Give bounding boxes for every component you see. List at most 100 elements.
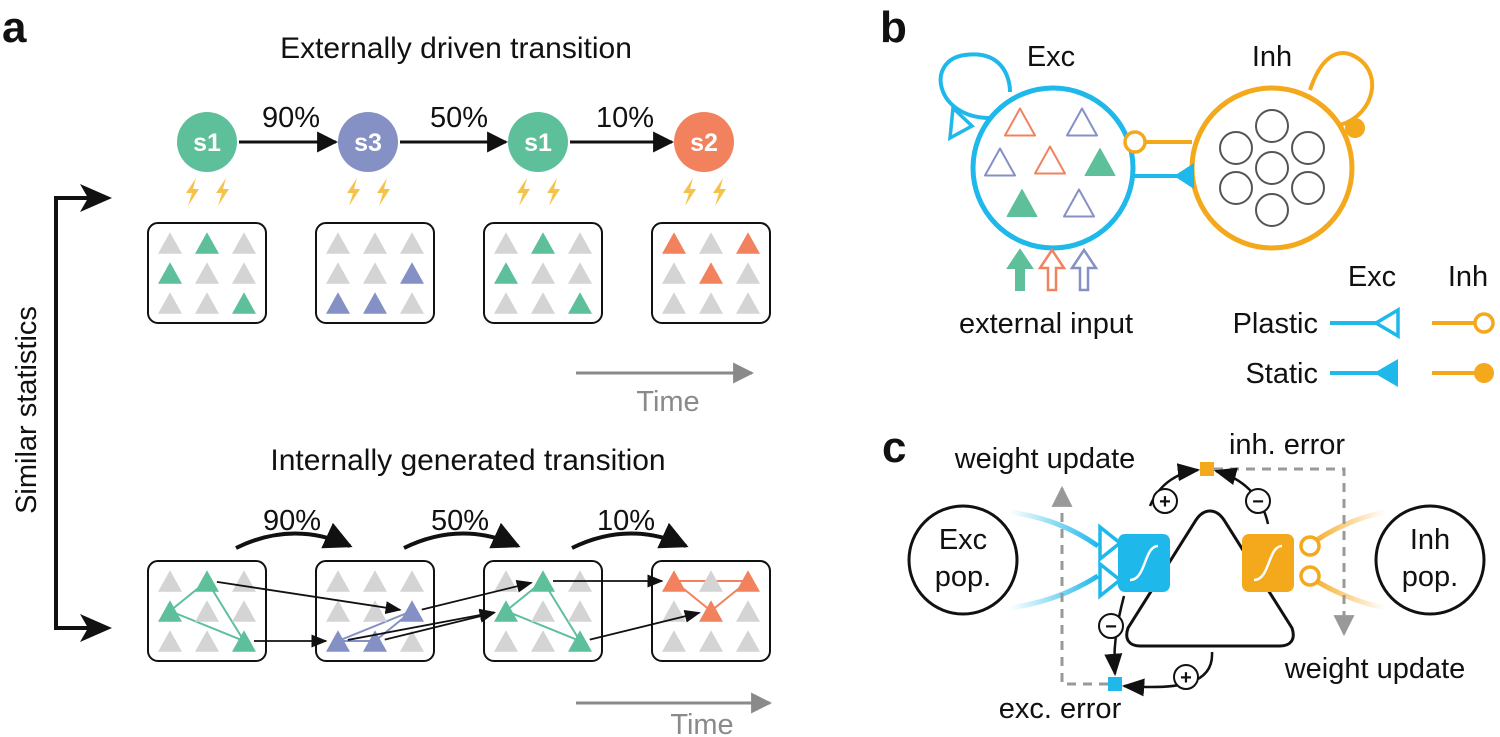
legend-inh-header: Inh	[1448, 261, 1488, 293]
panel-c: c weight update inh. error weight update…	[882, 423, 1486, 725]
inactive-neuron	[662, 262, 686, 284]
cross-assembly-arrow	[384, 609, 496, 641]
inactive-neuron	[326, 600, 350, 622]
exc-pop-line1: Exc	[939, 524, 987, 556]
svg-text:−: −	[1252, 491, 1264, 513]
exc-pop-line2: pop.	[935, 561, 991, 593]
active-neuron	[662, 570, 686, 592]
cross-assembly-arrow	[421, 579, 533, 611]
panel-b-label: b	[880, 3, 907, 52]
inh-error-label: inh. error	[1229, 429, 1345, 461]
weight-update-left-label: weight update	[954, 443, 1136, 475]
external-input-label: external input	[959, 308, 1133, 340]
inh-to-exc-plastic-synapse	[1123, 130, 1147, 154]
legend-exc-static-synapse	[1374, 359, 1398, 387]
inactive-neuron	[736, 600, 760, 622]
legend-static-label: Static	[1245, 358, 1318, 390]
active-neuron	[531, 570, 555, 592]
active-neuron	[568, 292, 592, 314]
active-neuron	[326, 292, 350, 314]
exc-error-label: exc. error	[999, 693, 1122, 725]
legend-exc-header: Exc	[1348, 261, 1396, 293]
lightning-bolt-icon	[517, 178, 530, 206]
active-neuron	[494, 262, 518, 284]
inh-neuron	[1219, 171, 1253, 205]
neuron-soma	[1125, 509, 1295, 648]
internal-transition-arrow	[571, 522, 689, 550]
inactive-neuron	[326, 262, 350, 284]
lightning-bolt-icon	[186, 178, 199, 206]
inactive-neuron	[736, 262, 760, 284]
exc-error-unit	[1108, 677, 1122, 691]
inh-neuron	[1219, 131, 1253, 165]
inactive-neuron	[736, 630, 760, 652]
active-neuron	[363, 630, 387, 652]
cross-assembly-arrow	[347, 608, 496, 641]
time-label-bottom: Time	[670, 709, 733, 737]
lightning-bolt-icon	[347, 178, 360, 206]
external-input-arrow-s2	[1037, 247, 1067, 292]
exc-plastic-synapse-2	[1098, 560, 1123, 600]
inh-neuron	[1255, 109, 1289, 143]
exc-neuron	[1063, 188, 1095, 218]
active-neuron	[568, 630, 592, 652]
inactive-neuron	[363, 600, 387, 622]
inactive-neuron	[195, 262, 219, 284]
inh-plastic-synapse-2	[1299, 565, 1321, 587]
panel-a-label: a	[2, 3, 27, 52]
active-neuron	[232, 630, 256, 652]
assembly-link	[337, 610, 413, 642]
inactive-neuron	[158, 292, 182, 314]
active-neuron	[400, 600, 424, 622]
inactive-neuron	[531, 262, 555, 284]
state-node-s1	[508, 112, 568, 172]
inactive-neuron	[232, 232, 256, 254]
inactive-neuron	[699, 292, 723, 314]
internal-transition-arrow	[235, 522, 353, 550]
inactive-neuron	[494, 630, 518, 652]
inactive-neuron	[494, 292, 518, 314]
active-neuron	[363, 292, 387, 314]
state-node-label: s3	[354, 129, 382, 157]
bottom-title: Internally generated transition	[270, 444, 665, 477]
side-bracket	[54, 196, 104, 630]
exc-self-plastic-synapse	[947, 104, 975, 142]
time-label-top: Time	[636, 386, 699, 418]
external-input-arrow-s3	[1069, 247, 1099, 292]
inh-plastic-synapse-1	[1299, 535, 1321, 557]
inactive-neuron	[531, 600, 555, 622]
top-prob-1: 90%	[262, 102, 320, 134]
exc-pop-circle	[907, 504, 1019, 616]
inactive-neuron	[326, 570, 350, 592]
exc-neuron-active	[1084, 148, 1116, 176]
inactive-neuron	[363, 570, 387, 592]
bracket-arrow-top	[80, 184, 112, 212]
inactive-neuron	[662, 600, 686, 622]
inh-self-loop	[1308, 51, 1375, 127]
panel-a: a Externally driven transition Internall…	[2, 3, 773, 737]
top-title: Externally driven transition	[280, 32, 632, 65]
inactive-neuron	[400, 630, 424, 652]
weight-update-right-label: weight update	[1284, 653, 1466, 685]
active-neuron	[195, 232, 219, 254]
bracket-arrow-bottom	[80, 614, 112, 642]
assembly-link	[505, 610, 581, 642]
exc-neurons	[984, 107, 1116, 218]
inactive-neuron	[568, 232, 592, 254]
exc-sigmoid-icon	[1129, 544, 1159, 582]
side-label: Similar statistics	[11, 306, 43, 514]
inactive-neuron	[400, 232, 424, 254]
inactive-neuron	[568, 262, 592, 284]
inactive-neuron	[232, 600, 256, 622]
legend-inh-plastic-synapse	[1473, 312, 1495, 334]
lightning-bolt-icon	[377, 178, 390, 206]
inh-sigmoid-icon	[1253, 544, 1283, 582]
inactive-neuron	[195, 600, 219, 622]
inactive-neuron	[531, 630, 555, 652]
legend-exc-plastic-synapse	[1372, 306, 1400, 340]
bottom-prob-3: 10%	[597, 505, 655, 537]
state-node-s1	[177, 112, 237, 172]
state-node-label: s2	[690, 129, 718, 157]
active-neuron	[736, 232, 760, 254]
